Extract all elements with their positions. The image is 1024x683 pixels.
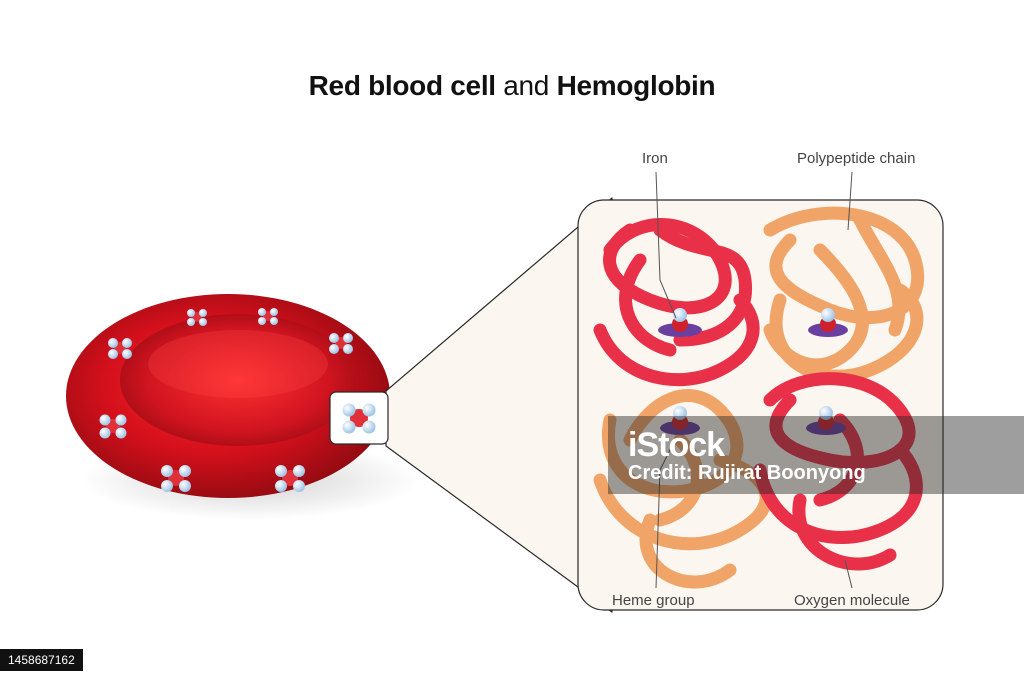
label-iron: Iron <box>642 150 668 167</box>
hemoglobin-mark <box>258 308 278 325</box>
watermark-logo: iStock <box>628 426 725 464</box>
leader-iron <box>655 171 677 319</box>
heme-group-1 <box>658 308 702 337</box>
oxygen-atom <box>673 406 687 420</box>
zoom-source-hemoglobin <box>342 403 376 434</box>
cell-hemoglobin-marks <box>99 308 353 492</box>
oxygen-atom <box>821 308 835 322</box>
watermark-credit: Credit: Rujirat Boonyong <box>628 462 866 484</box>
title-and: and <box>503 70 550 101</box>
title-red-blood-cell: Red blood cell <box>308 70 496 101</box>
zoom-connector <box>329 197 613 613</box>
leader-lines <box>655 171 853 589</box>
cell-dimple <box>120 314 356 446</box>
watermark-bar <box>608 416 1024 494</box>
heme-group-4 <box>806 406 846 435</box>
label-heme-group: Heme group <box>612 592 695 609</box>
hemoglobin-mark <box>99 414 127 439</box>
hemoglobin-mark <box>275 465 305 492</box>
title-hemoglobin: Hemoglobin <box>556 70 716 101</box>
label-oxygen-molecule: Oxygen molecule <box>794 592 910 609</box>
hemoglobin-mark <box>329 333 353 354</box>
leader-oxygen <box>844 559 853 589</box>
heme-group-3 <box>660 406 700 435</box>
red-blood-cell <box>66 294 420 520</box>
leader-polypeptide <box>847 171 853 231</box>
hemoglobin-panel <box>577 199 944 611</box>
hemoglobin-mark <box>161 465 191 492</box>
heme-group-2 <box>808 308 848 337</box>
leader-heme <box>655 437 677 589</box>
red-chain-bottom-right <box>753 372 923 571</box>
label-polypeptide-chain: Polypeptide chain <box>797 150 916 167</box>
cell-highlight <box>148 330 328 398</box>
hemoglobin-mark <box>108 338 132 359</box>
orange-chain-bottom-left <box>593 389 773 589</box>
hemoglobin-mark <box>187 309 207 326</box>
red-chain-top-left <box>593 218 760 387</box>
oxygen-atom <box>673 308 687 322</box>
diagram-title: Red blood cell and Hemoglobin <box>0 70 1024 102</box>
stock-id-badge: 1458687162 <box>0 649 83 671</box>
oxygen-atom <box>819 406 833 420</box>
